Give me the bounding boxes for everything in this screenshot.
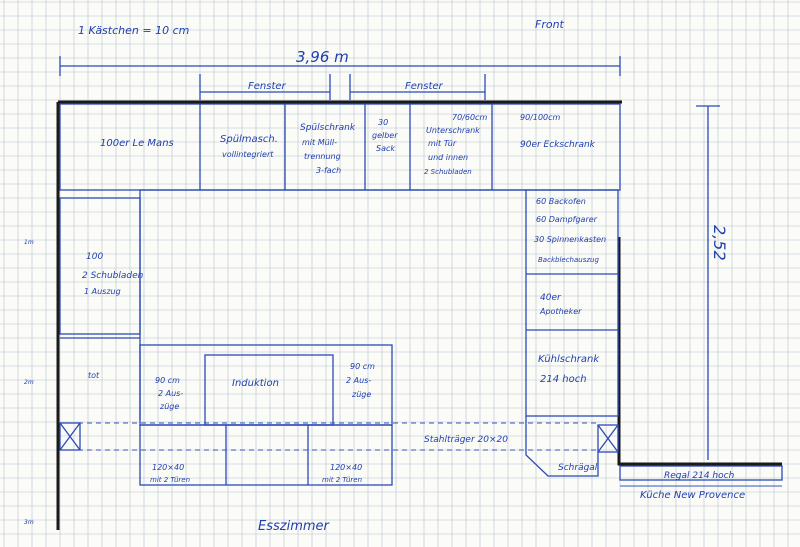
island-bottom-right-2: mit 2 Türen (322, 476, 362, 484)
front-label: Front (535, 18, 565, 31)
ruler-1m: 1m (24, 239, 34, 246)
cabinet-gelber-sack-2: gelber (372, 131, 398, 140)
island-left-2: 2 Aus- (158, 389, 183, 398)
pillar-right (597, 424, 619, 453)
kueche-new-label: Küche New Provence (640, 490, 745, 501)
cabinet-unterschrank-1: Unterschrank (426, 126, 480, 135)
pillar-left (59, 422, 81, 451)
right-apotheker-2: Apotheker (539, 307, 582, 316)
right-kuehlschrank-1: Kühlschrank (538, 354, 600, 365)
counter-inner-edge (139, 189, 526, 420)
cabinet-unterschrank-size: 70/60cm (452, 113, 487, 122)
ruler-2m: 2m (24, 379, 34, 386)
right-wall (617, 237, 782, 466)
pillar-left-cross (59, 422, 81, 451)
island-bottom-left-1: 120×40 (152, 463, 184, 472)
depth-dimension-label: 2,52 (710, 225, 729, 261)
cabinet-spuelschrank-3: trennung (304, 152, 341, 161)
island-bottom-left-2: mit 2 Türen (150, 476, 190, 484)
right-backofen-2: 60 Dampfgarer (536, 215, 598, 224)
regal-label: Regal 214 hoch (664, 471, 735, 481)
right-backofen-4: Backblechauszug (538, 256, 599, 264)
right-kuehlschrank-2: 214 hoch (540, 374, 587, 385)
beam-label: Stahlträger 20×20 (424, 435, 508, 445)
cabinet-unterschrank-3: und innen (428, 153, 468, 162)
width-dimension-label: 3,96 m (296, 48, 349, 66)
window-2-label: Fenster (405, 81, 444, 92)
regal-shelf (619, 465, 783, 481)
cabinet-spuelschrank-4: 3-fach (316, 166, 341, 175)
left-schubladen-3: 1 Auszug (84, 287, 121, 296)
induktion-label: Induktion (232, 378, 279, 389)
right-backofen-3: 30 Spinnenkasten (534, 235, 606, 244)
left-schubladen-2: 2 Schubladen (82, 271, 144, 281)
island-right-2: 2 Aus- (346, 376, 371, 385)
ruler-3m: 3m (24, 519, 34, 526)
right-backofen-1: 60 Backofen (536, 197, 586, 206)
pillar-right-cross (597, 424, 619, 453)
schraegal-label: Schrägal (558, 463, 598, 473)
island-left-1: 90 cm (155, 376, 180, 385)
cabinet-unterschrank-2: mit Tür (428, 139, 457, 148)
cabinet-gelber-sack-1: 30 (378, 118, 388, 127)
cabinet-spuelmaschine-2: vollintegriert (222, 150, 274, 159)
cabinet-spuelschrank-2: mit Müll- (302, 138, 337, 147)
cabinet-eckschrank-size: 90/100cm (520, 113, 561, 122)
left-schubladen-1: 100 (86, 252, 103, 262)
cabinet-unterschrank-4: 2 Schubladen (424, 168, 472, 176)
scale-note: 1 Kästchen = 10 cm (78, 24, 189, 37)
island-right-1: 90 cm (350, 362, 375, 371)
right-apotheker-1: 40er (540, 293, 562, 303)
island-bottom-right-1: 120×40 (330, 463, 362, 472)
right-tall-cabinets (525, 189, 619, 417)
cabinet-lemans: 100er Le Mans (100, 138, 174, 149)
cabinet-spuelmaschine-1: Spülmasch. (220, 134, 278, 145)
cabinet-gelber-sack-3: Sack (376, 144, 395, 153)
schraegal-outline (525, 416, 599, 477)
island-left-3: züge (159, 402, 179, 411)
window-1-label: Fenster (248, 81, 287, 92)
cabinet-spuelschrank-1: Spülschrank (300, 123, 356, 133)
left-tot: tot (88, 371, 100, 380)
island-right-3: züge (351, 390, 371, 399)
left-cabinet-schubladen (59, 197, 141, 335)
esszimmer-label: Esszimmer (258, 519, 331, 534)
induktion-cooktop (204, 354, 334, 426)
island-lower (139, 424, 393, 486)
cabinet-eckschrank: 90er Eckschrank (520, 140, 596, 150)
